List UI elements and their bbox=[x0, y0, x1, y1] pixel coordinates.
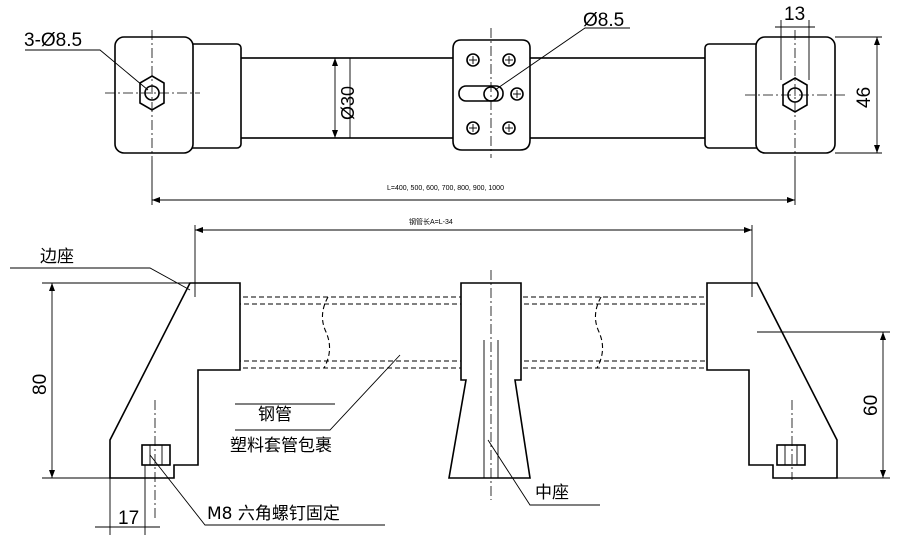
center-screws bbox=[466, 53, 524, 135]
label-height-46: 46 bbox=[854, 87, 875, 108]
center-slot bbox=[458, 85, 504, 102]
label-middle-seat: 中座 bbox=[535, 483, 569, 503]
left-gasket bbox=[187, 43, 242, 149]
label-side-seat: 边座 bbox=[40, 247, 74, 267]
right-side-seat bbox=[706, 282, 838, 479]
break-line-right bbox=[594, 296, 604, 369]
label-length-options: L=400, 500, 600, 700, 800, 900, 1000 bbox=[387, 185, 504, 192]
label-tube-dia: Ø30 bbox=[338, 86, 358, 120]
label-steel-tube: 钢管 bbox=[258, 405, 292, 425]
label-plastic-sleeve: 塑料套管包裹 bbox=[230, 436, 332, 456]
left-side-seat bbox=[109, 282, 241, 479]
top-view bbox=[25, 20, 882, 205]
front-view bbox=[10, 225, 890, 535]
label-bolt-fix: M8 六角螺钉固定 bbox=[207, 504, 340, 524]
middle-seat bbox=[448, 282, 531, 479]
label-width-17: 17 bbox=[118, 508, 139, 529]
label-center-hole: Ø8.5 bbox=[583, 10, 624, 31]
dimension-labels: 3-Ø8.5 Ø8.5 13 Ø30 46 L=400, 500, 600, 7… bbox=[24, 4, 882, 529]
left-block bbox=[114, 36, 194, 154]
break-line-left bbox=[321, 296, 331, 369]
label-width-13: 13 bbox=[784, 4, 805, 25]
right-gasket bbox=[704, 43, 762, 149]
label-height-60: 60 bbox=[861, 395, 882, 416]
label-tube-length: 钢管长A=L-34 bbox=[409, 217, 453, 226]
label-height-80: 80 bbox=[30, 374, 51, 395]
center-block bbox=[452, 39, 531, 151]
label-three-holes: 3-Ø8.5 bbox=[24, 30, 82, 51]
